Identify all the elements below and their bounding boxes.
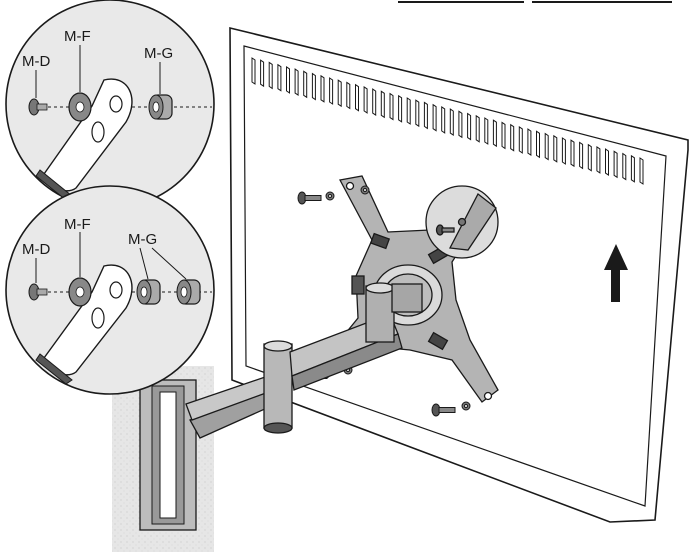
- vent-slot: [311, 72, 316, 101]
- spacer-mg: [148, 94, 173, 120]
- vent-slots: [251, 57, 644, 185]
- label-md-bottom: M-D: [22, 241, 50, 258]
- vent-slot: [320, 74, 325, 103]
- label-md-top: M-D: [22, 53, 50, 70]
- vent-slot: [561, 137, 566, 165]
- spacer-mg: [136, 279, 161, 305]
- vent-slot: [346, 81, 351, 110]
- vent-slot: [294, 68, 299, 97]
- vent-slot: [277, 63, 282, 92]
- washer-mf: [68, 92, 92, 122]
- vent-slot: [630, 154, 635, 183]
- spacer-mg: [176, 279, 201, 305]
- vent-slot: [441, 105, 446, 134]
- vent-slot: [423, 101, 428, 130]
- vent-slot: [475, 114, 480, 143]
- washer: [360, 185, 370, 195]
- label-mf-bottom: M-F: [64, 216, 91, 233]
- vent-slot: [398, 94, 403, 123]
- vent-slot: [380, 90, 385, 119]
- up-arrow-icon: [604, 244, 628, 302]
- vent-slot: [355, 83, 359, 112]
- vent-slot: [449, 108, 454, 137]
- wall-plate: [112, 366, 214, 552]
- vent-slot: [536, 130, 540, 159]
- washer-mf: [68, 277, 92, 307]
- vent-slot: [527, 128, 532, 157]
- screw-md: [28, 98, 48, 116]
- vent-slot: [492, 119, 497, 148]
- vent-slot: [432, 103, 437, 132]
- zoom-circle-2: M-D M-F M-G: [5, 185, 215, 395]
- vent-slot: [337, 79, 342, 108]
- vent-slot: [510, 123, 515, 152]
- vent-slot: [251, 57, 256, 85]
- vent-slot: [363, 85, 368, 114]
- washer: [461, 401, 471, 411]
- vent-slot: [579, 141, 584, 170]
- vent-slot: [605, 148, 609, 177]
- zoom-circle-1: M-D M-F M-G: [5, 0, 215, 209]
- vent-slot: [553, 134, 558, 163]
- vent-slot: [613, 150, 618, 179]
- label-mf-top: M-F: [64, 28, 91, 45]
- screw-md: [28, 283, 48, 301]
- vent-slot: [406, 97, 411, 125]
- vent-slot: [596, 145, 601, 174]
- vent-slot: [286, 65, 290, 94]
- vent-slot: [518, 125, 523, 154]
- vent-slot: [501, 121, 506, 150]
- washer: [325, 191, 335, 201]
- vent-slot: [544, 132, 549, 161]
- vent-slot: [303, 70, 308, 99]
- vent-slot: [639, 157, 644, 185]
- vent-slot: [587, 143, 592, 172]
- vent-slot: [329, 77, 334, 105]
- vent-slot: [570, 139, 575, 168]
- vent-slot: [622, 152, 627, 181]
- label-mg-top: M-G: [144, 45, 173, 62]
- vent-slot: [458, 110, 463, 139]
- vent-slot: [467, 112, 472, 141]
- vent-slot: [268, 61, 273, 90]
- tv-back-panel: [229, 26, 689, 523]
- vent-slot: [260, 59, 265, 88]
- articulating-arm: [185, 275, 423, 439]
- detail-circle-small: [425, 185, 499, 259]
- vent-slot: [484, 117, 489, 145]
- bolt: [297, 191, 322, 205]
- vent-slot: [389, 92, 394, 121]
- vent-slot: [415, 99, 420, 128]
- label-mg-bottom: M-G: [128, 231, 157, 248]
- vent-slot: [372, 88, 377, 117]
- bolt: [431, 403, 456, 417]
